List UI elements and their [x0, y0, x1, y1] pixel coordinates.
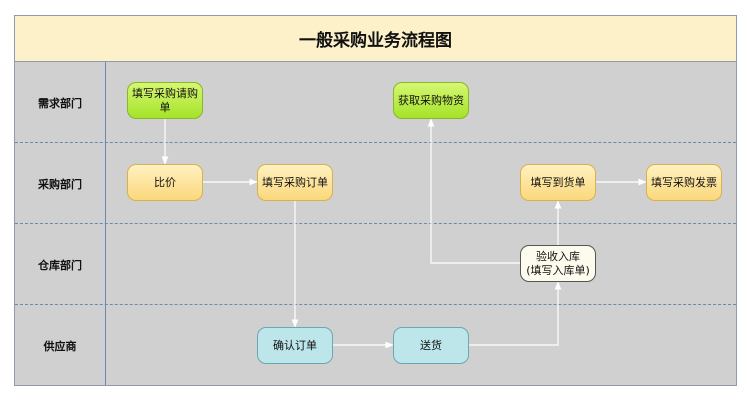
- lane-separator: [15, 304, 736, 305]
- lane-label-warehouse: 仓库部门: [38, 258, 82, 272]
- node-label: 送货: [420, 338, 442, 352]
- node-label: 获取采购物资: [398, 93, 464, 107]
- lane-label-supplier: 供应商: [43, 339, 77, 353]
- node-deliver[interactable]: 送货: [393, 327, 469, 364]
- connector-layer: [161, 118, 647, 349]
- lane-separator: [15, 223, 736, 224]
- diagram-title: 一般采购业务流程图: [15, 16, 736, 62]
- node-label: 确认订单: [273, 338, 317, 352]
- lane-label-demand: 需求部门: [38, 96, 82, 110]
- node-fill-purchase-invoice[interactable]: 填写采购发票: [646, 164, 722, 201]
- connector-deliver-to-inspect-receive: [469, 281, 562, 346]
- node-label: 验收入库 (填写入库单): [526, 249, 590, 277]
- node-compare-price[interactable]: 比价: [127, 164, 203, 201]
- lane-label-purchasing: 采购部门: [38, 177, 82, 191]
- node-fill-purchase-order[interactable]: 填写采购订单: [257, 164, 333, 201]
- node-label: 填写采购请购单: [132, 86, 198, 114]
- node-obtain-goods[interactable]: 获取采购物资: [393, 82, 469, 119]
- flowchart-frame: 一般采购业务流程图 需求部门 采购部门 仓库部门 供应商 填写采购请购单 获取采…: [14, 15, 737, 386]
- node-label: 比价: [154, 175, 176, 189]
- lane-separator: [15, 142, 736, 143]
- node-inspect-receive[interactable]: 验收入库 (填写入库单): [520, 245, 596, 282]
- node-fill-requisition[interactable]: 填写采购请购单: [127, 82, 203, 119]
- node-label: 填写采购发票: [651, 175, 717, 189]
- connector-inspect-receive-to-obtain-goods: [427, 118, 520, 264]
- node-label: 填写采购订单: [262, 175, 328, 189]
- node-confirm-order[interactable]: 确认订单: [257, 327, 333, 364]
- node-fill-arrival-note[interactable]: 填写到货单: [520, 164, 596, 201]
- node-label: 填写到货单: [530, 175, 586, 189]
